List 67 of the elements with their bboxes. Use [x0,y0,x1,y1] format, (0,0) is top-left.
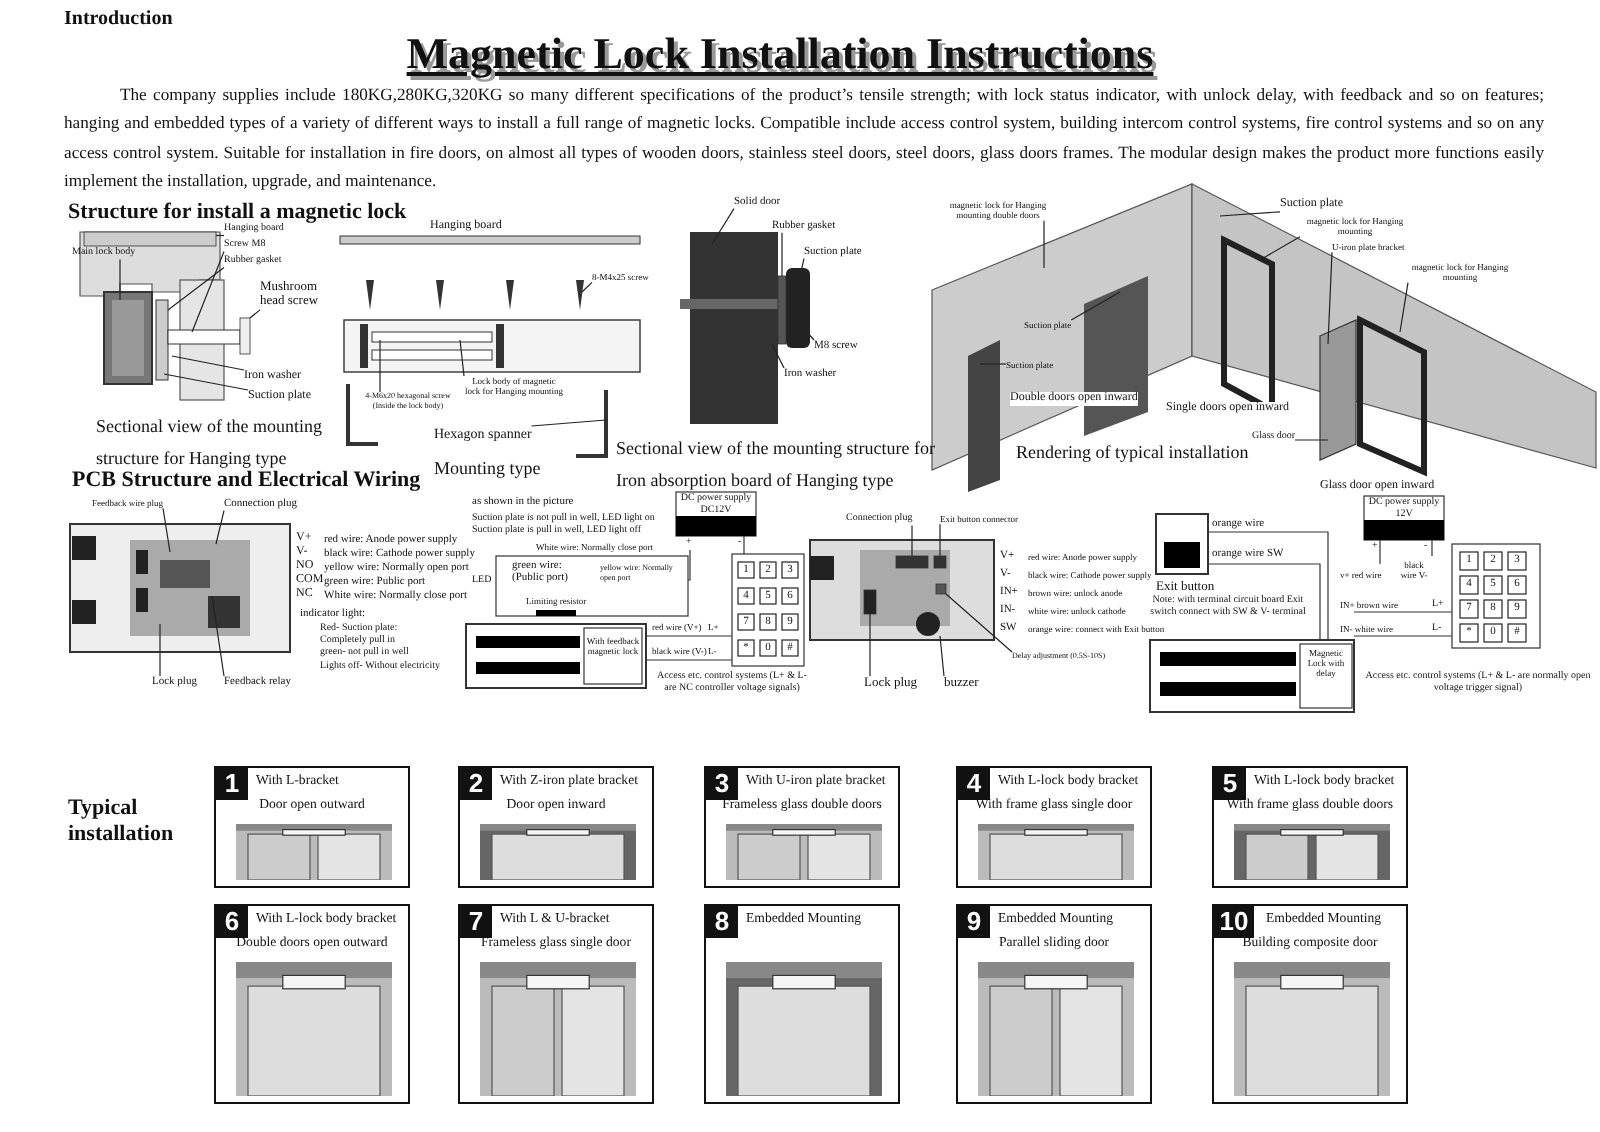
intro-paragraph: The company supplies include 180KG,280KG,320KG so many different specifications of the product’s tensile strength; with lock status indicator, with unlock delay, with feedback and so on features; hanging and embedded types of a variety of different ways to install a full range of magnetic locks. Compatible include access control system, building intercom control systems, fire control systems and so on any access control system. Suitable for installation in fire doors, on almost all types of wooden doors, stainless steel doors, steel doors, glass doors frames. The modular design makes the product more functions easily implement the installation, upgrade, and maintenance. [64,82,1544,194]
installation-card [704,766,900,888]
installation-card [458,904,654,1104]
leader-line [531,419,607,427]
connector-socket [933,555,947,569]
leader-line [379,339,381,393]
leader-line [1294,439,1329,441]
leader-line [249,309,261,319]
leader-line [191,250,225,333]
leader-line [581,281,593,293]
step-number: 8 [706,906,738,938]
leader-line [869,613,871,677]
screw-head [239,317,251,355]
leader-line [939,523,941,557]
installation-card [956,904,1152,1104]
leader-line [1043,220,1045,269]
step-number: 2 [460,768,492,800]
leader-line [771,343,785,369]
step-number: 5 [1214,768,1246,800]
caption: Rendering of typical installation [1016,440,1249,466]
step-number: 9 [958,906,990,938]
leader-line [781,232,783,277]
leader-line [1219,211,1281,217]
leader-line [159,623,161,677]
installation-card [956,766,1152,888]
leader-line [459,339,465,377]
leader-line [211,595,225,677]
leader-line [163,373,249,391]
installation-card [704,904,900,1104]
section-heading: Structure for install a magnetic lock [68,200,407,224]
leader-line [171,355,245,371]
step-number: 4 [958,768,990,800]
installation-card [214,766,410,888]
leader-line [215,510,225,545]
leader-line [119,258,121,301]
step-number: 7 [460,906,492,938]
leader-line [1327,251,1333,345]
installation-card [1212,766,1408,888]
step-number: 10 [1214,906,1254,938]
installation-card [458,766,654,888]
leader-line [939,635,945,677]
caption: Sectional view of the mounting structure for Iron absorption board of Hanging type [616,436,937,493]
leader-line [215,234,225,237]
leader-line [1399,282,1409,333]
buzzer-component [916,612,940,636]
section-heading: Typical installation [68,796,176,847]
caption: Mounting type [434,456,541,482]
step-number: 3 [706,768,738,800]
section-heading: Introduction [64,8,173,31]
leader-line [167,266,225,311]
section-heading: PCB Structure and Electrical Wiring [72,468,421,494]
page-title: Magnetic Lock Installation Instructions [406,28,1154,79]
leader-line [711,208,735,245]
lock-plug [863,589,877,615]
hanging-board [83,231,217,247]
step-number: 1 [216,768,248,800]
caption: Sectional view of the mounting structure for Hanging type [96,414,324,470]
rubber-gasket [777,275,787,345]
leader-line [162,507,171,553]
leader-line [911,524,913,557]
leader-line [1070,291,1121,321]
delay-adjuster [935,583,947,595]
step-number: 6 [216,906,248,938]
installation-card [1212,904,1408,1104]
leader-line [1259,236,1301,261]
installation-card [214,904,410,1104]
connection-plug [895,555,929,569]
